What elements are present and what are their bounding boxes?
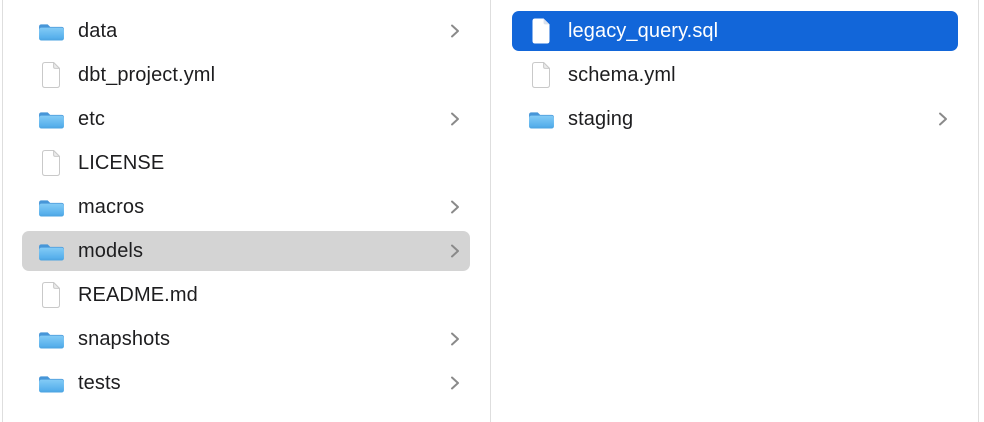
column-divider[interactable] xyxy=(978,0,979,422)
folder-icon xyxy=(36,16,66,46)
file-icon xyxy=(526,60,556,90)
row-etc[interactable]: etc xyxy=(22,99,470,139)
chevron-right-icon xyxy=(442,23,460,39)
chevron-right-icon xyxy=(930,111,948,127)
file-icon xyxy=(36,280,66,310)
item-label: schema.yml xyxy=(568,63,676,86)
folder-icon xyxy=(36,192,66,222)
item-label: dbt_project.yml xyxy=(78,63,216,86)
folder-icon xyxy=(36,368,66,398)
row-snapshots[interactable]: snapshots xyxy=(22,319,470,359)
chevron-right-icon xyxy=(442,243,460,259)
item-label: snapshots xyxy=(78,327,171,350)
row-schema-yml[interactable]: schema.yml xyxy=(512,55,958,95)
right-column: legacy_query.sql schema.yml staging xyxy=(492,0,978,422)
column-divider[interactable] xyxy=(2,0,3,422)
row-macros[interactable]: macros xyxy=(22,187,470,227)
row-dbt-project-yml[interactable]: dbt_project.yml xyxy=(22,55,470,95)
row-legacy-query-sql-selected[interactable]: legacy_query.sql xyxy=(512,11,958,51)
row-staging[interactable]: staging xyxy=(512,99,958,139)
item-label: tests xyxy=(78,371,121,394)
file-icon xyxy=(36,60,66,90)
item-label: macros xyxy=(78,195,145,218)
item-label: LICENSE xyxy=(78,151,165,174)
row-tests[interactable]: tests xyxy=(22,363,470,403)
chevron-right-icon xyxy=(442,375,460,391)
folder-icon xyxy=(36,324,66,354)
file-icon xyxy=(526,16,556,46)
chevron-right-icon xyxy=(442,331,460,347)
left-column: data dbt_project.yml etc LICENSE macros … xyxy=(2,0,490,422)
chevron-right-icon xyxy=(442,199,460,215)
folder-icon xyxy=(36,236,66,266)
row-data[interactable]: data xyxy=(22,11,470,51)
row-readme-md[interactable]: README.md xyxy=(22,275,470,315)
column-divider[interactable] xyxy=(490,0,491,422)
file-icon xyxy=(36,148,66,178)
row-models-selected[interactable]: models xyxy=(22,231,470,271)
chevron-right-icon xyxy=(442,111,460,127)
folder-icon xyxy=(36,104,66,134)
folder-icon xyxy=(526,104,556,134)
item-label: etc xyxy=(78,107,105,130)
item-label: legacy_query.sql xyxy=(568,19,719,42)
item-label: data xyxy=(78,19,118,42)
item-label: README.md xyxy=(78,283,198,306)
item-label: models xyxy=(78,239,144,262)
row-license[interactable]: LICENSE xyxy=(22,143,470,183)
item-label: staging xyxy=(568,107,634,130)
